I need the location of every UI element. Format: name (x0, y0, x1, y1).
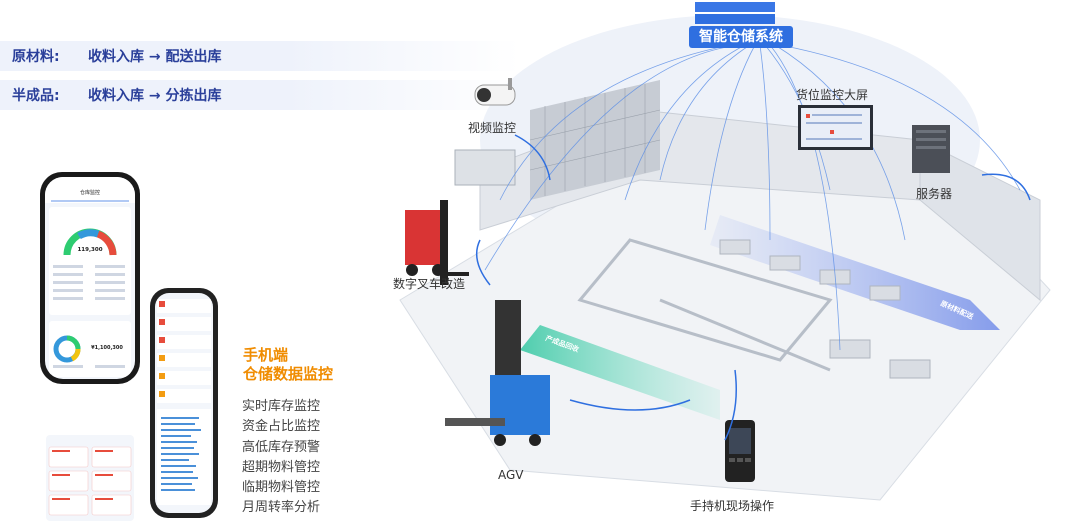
phone-screen (155, 293, 213, 513)
label-forklift: 数字叉车改造 (393, 277, 466, 291)
phone-header-text: 仓库监控 (80, 189, 100, 196)
label-handheld: 手持机现场操作 (690, 499, 775, 513)
agv-robot-icon (445, 300, 550, 446)
phone-screen: 仓库监控 119,300 ¥1,100,300 (45, 177, 135, 379)
flow-label: 半成品: (12, 88, 60, 104)
label-video-monitoring: 视频监控 (468, 121, 517, 135)
server-tower-icon (912, 125, 950, 173)
mobile-section-title: 手机端 仓储数据监控 (243, 346, 333, 384)
feature-item: 超期物料管控 (242, 459, 321, 475)
flow-path: 收料入库 → 分拣出库 (88, 88, 222, 104)
handheld-terminal-icon (725, 420, 755, 482)
phone-big-value: 119,300 (77, 247, 102, 253)
monitor-screen-icon (798, 105, 873, 150)
feature-item: 高低库存预警 (242, 439, 321, 455)
flow-row-semi-finished: 半成品: 收料入库 → 分拣出库 (0, 80, 520, 110)
mobile-title-line2: 仓储数据监控 (243, 365, 334, 383)
cctv-camera-icon (474, 78, 516, 106)
label-location-screen: 货位监控大屏 (796, 88, 869, 102)
system-title: 智能仓储系统 (689, 26, 793, 48)
forklift-icon (405, 200, 469, 285)
system-server-icon (695, 2, 775, 24)
warehouse-illustration: 原材料配送 产成品回收 (399, 2, 1051, 501)
label-server: 服务器 (916, 187, 953, 201)
label-agv: AGV (498, 468, 524, 482)
mobile-feature-list: 实时库存监控 资金占比监控 高低库存预警 超期物料管控 临期物料管控 月周转率分… (242, 397, 320, 519)
feature-item: 实时库存监控 (242, 399, 321, 414)
flow-label: 原材料: (12, 49, 60, 65)
phone-report-panel (46, 435, 134, 521)
phone-list-mockup (150, 288, 218, 518)
flow-path: 收料入库 → 配送出库 (88, 49, 222, 65)
feature-item: 月周转率分析 (242, 500, 321, 516)
flow-row-raw-material: 原材料: 收料入库 → 配送出库 (0, 41, 520, 71)
phone-fund-value: ¥1,100,300 (91, 345, 123, 351)
phone-dashboard-mockup: 仓库监控 119,300 ¥1,100,300 (40, 172, 140, 384)
feature-item: 资金占比监控 (242, 419, 321, 435)
mobile-title-line1: 手机端 (243, 346, 289, 364)
feature-item: 临期物料管控 (242, 480, 321, 496)
